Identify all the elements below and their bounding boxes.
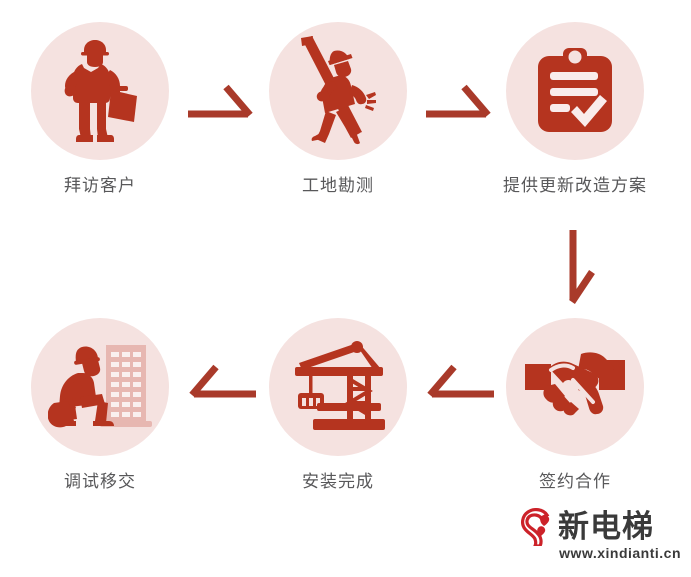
step-node-6[interactable]: 调试移交 [20,318,180,492]
step-node-5[interactable]: 安装完成 [258,318,418,492]
tower-crane-icon [295,341,385,430]
step-node-1[interactable]: 拜访客户 [20,22,180,196]
arrow-right-icon [188,84,253,118]
arrow-left-icon [427,364,494,398]
arrow-right-icon [426,84,491,118]
step-6-icon-badge [31,318,169,456]
worker-with-toolbox-icon [64,40,137,142]
step-1-label: 拜访客户 [64,176,136,195]
arrow-left-icon [189,364,256,398]
clipboard-checklist-icon [538,48,612,132]
arrow-step1-to-step2 [186,82,258,122]
arrow-step3-to-step4 [548,228,598,308]
step-node-4[interactable]: 签约合作 [495,318,655,492]
step-3-icon-badge [506,22,644,160]
brand-url: www.xindianti.cn [559,545,681,561]
step-2-label: 工地勘测 [302,176,374,195]
step-2-icon-badge [269,22,407,160]
arrow-down-icon [569,230,595,304]
step-4-icon-badge [506,318,644,456]
step-6-label: 调试移交 [64,472,136,491]
step-node-3[interactable]: 提供更新改造方案 [495,22,655,196]
surveyor-with-pole-icon [301,36,376,145]
arrow-step2-to-step3 [424,82,496,122]
step-5-label: 安装完成 [302,472,374,491]
brand-name: 新电梯 [558,509,654,544]
step-5-icon-badge [269,318,407,456]
step-4-label: 签约合作 [539,472,611,491]
step-1-icon-badge [31,22,169,160]
worker-with-building-icon [48,345,152,428]
brand-mark-icon [521,508,555,548]
watermark-logo[interactable]: 新电梯 www.xindianti.cn [521,507,681,569]
step-node-2[interactable]: 工地勘测 [258,22,418,196]
step-3-label: 提供更新改造方案 [503,176,647,195]
arrow-step4-to-step5 [424,362,496,402]
arrow-step5-to-step6 [186,362,258,402]
handshake-icon [525,352,625,416]
